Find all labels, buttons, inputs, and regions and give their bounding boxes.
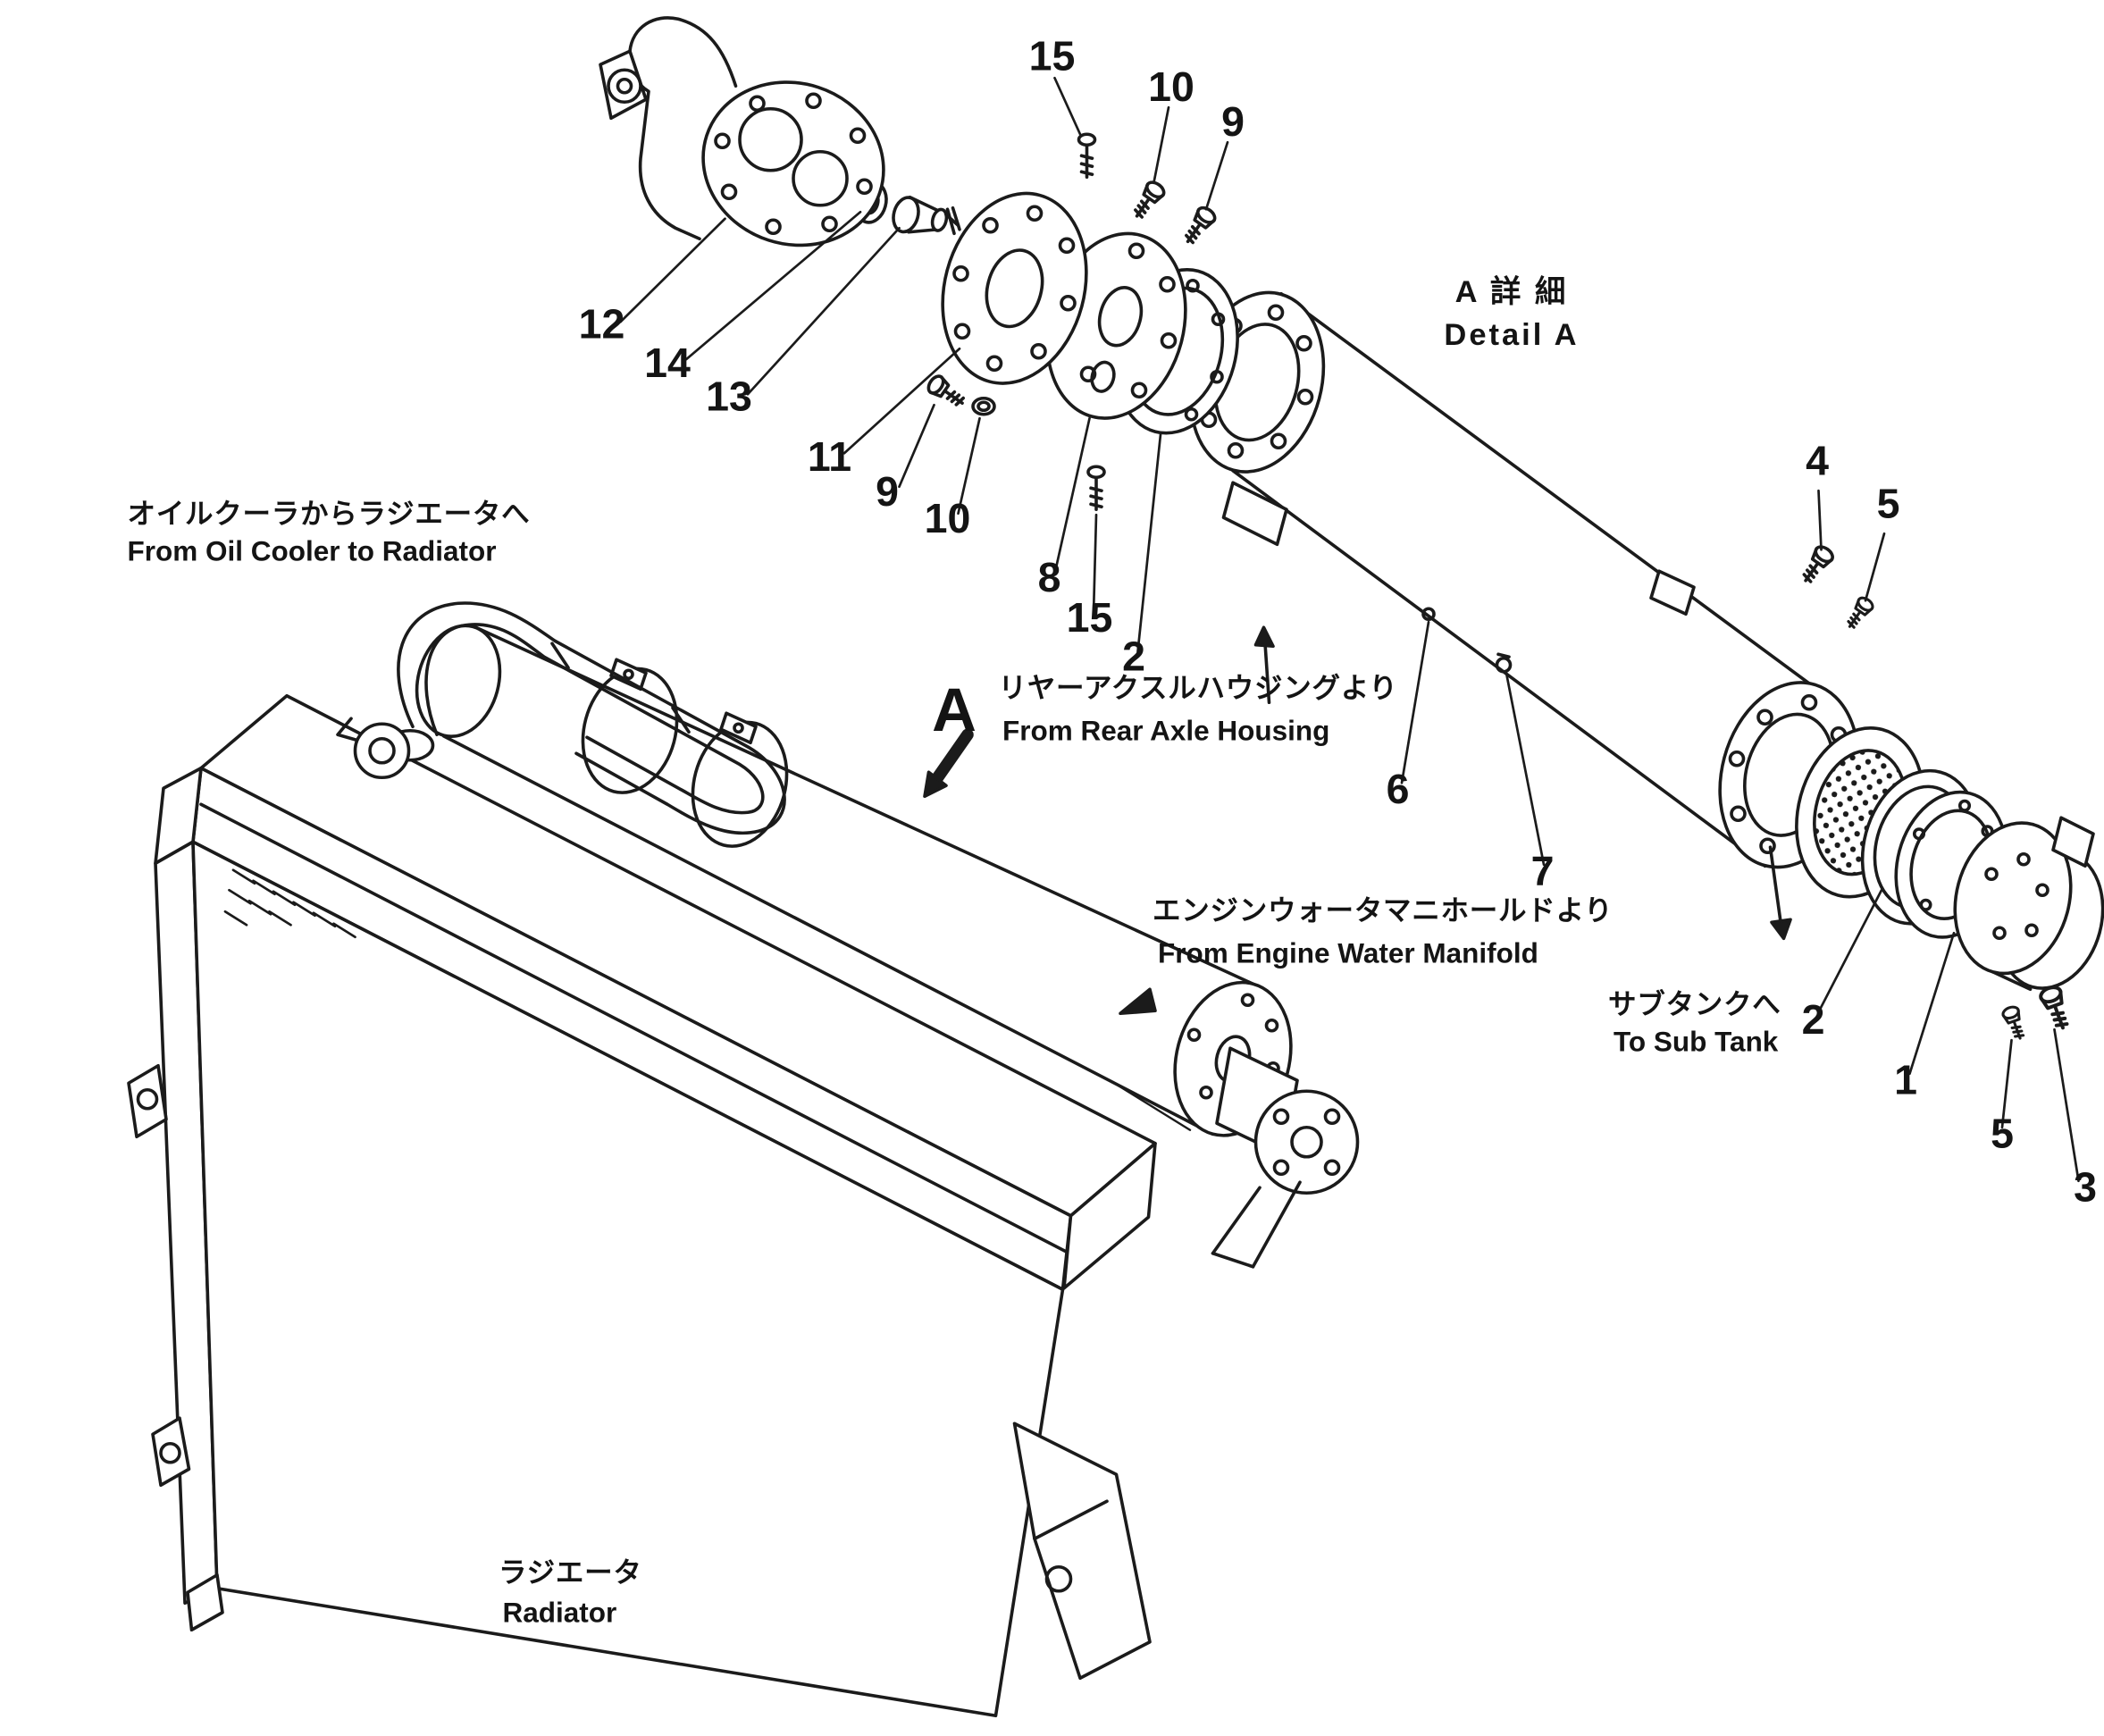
note-engine-manifold-jp: エンジンウォータマニホールドより	[1153, 893, 1613, 926]
bolt-5-lower	[1999, 1003, 2030, 1043]
left-exploded-stack	[599, 16, 1239, 435]
callout-number: 11	[808, 433, 851, 480]
tube-lower-bracket	[1221, 481, 1288, 547]
exploded-oil-cooler-tube	[1188, 290, 1860, 869]
oil-cooler-hose	[385, 601, 786, 835]
callout-number: 6	[1387, 766, 1410, 812]
radiator-filler-cap	[336, 717, 411, 780]
callout-number: 14	[644, 340, 691, 386]
radiator-assembly	[127, 693, 1157, 1718]
flow-arrows	[923, 625, 1792, 1016]
radiator-side-bracket	[1012, 1422, 1152, 1681]
callout-number: 9	[1221, 98, 1245, 145]
screw-10-top	[1127, 177, 1169, 223]
callout-number: 5	[1877, 480, 1900, 526]
callout-number: 13	[706, 373, 752, 419]
callout-number: 7	[1531, 847, 1555, 893]
screw-9-top	[1178, 203, 1220, 249]
callout-number: 4	[1806, 437, 1829, 483]
note-radiator-jp: ラジエータ	[499, 1556, 642, 1588]
note-rear-axle-en: From Rear Axle Housing	[1002, 714, 1329, 746]
callout-number: 8	[1038, 554, 1061, 600]
callout-number: 2	[1802, 996, 1825, 1043]
note-oil-cooler-en: From Oil Cooler to Radiator	[128, 534, 497, 566]
radiator-mount-bracket-upper	[127, 1063, 168, 1139]
mount-flange-11	[941, 191, 1088, 385]
note-sub-tank-en: To Sub Tank	[1614, 1025, 1779, 1057]
right-end-parts	[1795, 726, 2104, 992]
callout-number: 12	[579, 300, 625, 347]
tube-plug-7	[1495, 652, 1513, 674]
nut-10	[971, 396, 996, 416]
callout-number: 15	[1067, 594, 1113, 641]
diagram-text: 15 10 9 12 14 13 11 9 10 8 15 2 6 7 4 5 …	[128, 32, 2097, 1628]
bolt-3	[2036, 983, 2075, 1034]
radiator-foot	[186, 1572, 224, 1632]
tank-seam-line	[199, 802, 1069, 1254]
callout-number: 15	[1029, 32, 1076, 79]
callout-number: 1	[1894, 1056, 1917, 1103]
rear-axle-arrow	[1253, 625, 1275, 705]
radiator-mount-bracket-lower	[151, 1416, 191, 1488]
tube-fitting-6	[1421, 607, 1436, 622]
note-engine-manifold-en: From Engine Water Manifold	[1158, 936, 1538, 969]
screw-9-left	[924, 372, 969, 413]
callout-number: 5	[1991, 1110, 2014, 1156]
callout-number: 3	[2074, 1163, 2097, 1210]
section-a-arrow	[923, 728, 974, 799]
bolt-5-upper	[1841, 593, 1877, 633]
callout-number: 2	[1122, 633, 1145, 679]
section-marker-a: A	[932, 675, 977, 744]
callout-leader-lines	[619, 76, 2080, 1183]
note-sub-tank-jp: サブタンクへ	[1608, 987, 1781, 1019]
radiator-tank-end-face	[1062, 1141, 1157, 1290]
stud-15-lower	[1086, 465, 1106, 512]
cooler-left-end	[415, 624, 502, 739]
assembled-oil-cooler	[336, 601, 1360, 1269]
end-cover-1	[1953, 816, 2104, 992]
stud-15-top	[1077, 132, 1097, 180]
callout-number: 10	[925, 495, 971, 541]
detail-a-title-jp: A 詳 細	[1455, 275, 1569, 309]
detail-a-title-en: Detail A	[1444, 318, 1579, 352]
engine-manifold-arrow	[1119, 987, 1157, 1016]
note-radiator-en: Radiator	[503, 1596, 617, 1628]
note-rear-axle-jp: リヤーアクスルハウジングより	[999, 671, 1398, 703]
fitting-13	[892, 195, 961, 236]
callout-number: 10	[1148, 63, 1195, 110]
water-pump-connection	[1211, 1046, 1360, 1269]
radiator-core-face	[191, 840, 1065, 1718]
pump-housing-12	[599, 16, 885, 247]
tube-upper-tab	[1649, 569, 1696, 616]
bolt-4	[1796, 541, 1837, 588]
radiator-fin-hatching	[223, 868, 356, 939]
note-oil-cooler-jp: オイルクーラからラジエータへ	[128, 497, 531, 529]
sub-tank-arrow	[1768, 845, 1792, 941]
callout-number: 9	[876, 468, 899, 515]
